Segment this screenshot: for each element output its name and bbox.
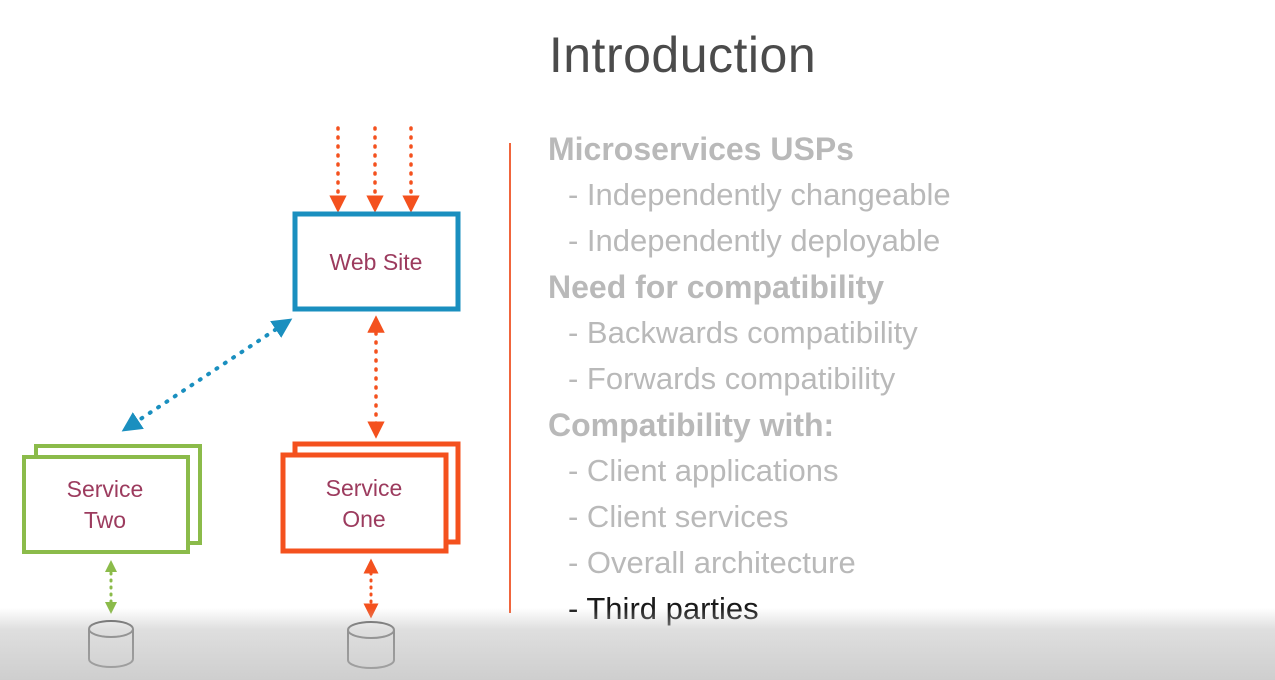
bullet-list: Microservices USPs - Independently chang… xyxy=(548,126,951,632)
section-heading: Need for compatibility xyxy=(548,269,885,305)
architecture-diagram: Web Site Service Two Service One xyxy=(22,126,461,669)
bullet-item-current: - Third parties xyxy=(568,591,759,626)
bullet-item: - Backwards compatibility xyxy=(568,315,918,350)
bullet-item: - Forwards compatibility xyxy=(568,361,896,396)
service-two-label-line1: Service xyxy=(67,476,144,502)
web-site-label: Web Site xyxy=(330,249,423,275)
service-two-box: Service Two xyxy=(22,444,202,554)
web-site-service-two-arrow xyxy=(121,318,293,432)
incoming-arrows xyxy=(329,126,420,213)
section-heading: Compatibility with: xyxy=(548,407,835,443)
slide-title: Introduction xyxy=(548,27,817,83)
service-one-label-line2: One xyxy=(342,506,385,532)
database-icon xyxy=(347,621,395,669)
bullet-item: - Client applications xyxy=(568,453,839,488)
service-one-label-line1: Service xyxy=(326,475,403,501)
web-site-box: Web Site xyxy=(292,211,461,312)
database-icon xyxy=(88,620,134,668)
service-two-label-line2: Two xyxy=(84,507,126,533)
section-heading: Microservices USPs xyxy=(548,131,854,167)
bullet-item: - Independently deployable xyxy=(568,223,941,258)
bullet-item: - Independently changeable xyxy=(568,177,951,212)
service-one-box: Service One xyxy=(280,441,461,554)
bullet-item: - Overall architecture xyxy=(568,545,856,580)
vertical-divider xyxy=(509,143,511,613)
bullet-item: - Client services xyxy=(568,499,789,534)
